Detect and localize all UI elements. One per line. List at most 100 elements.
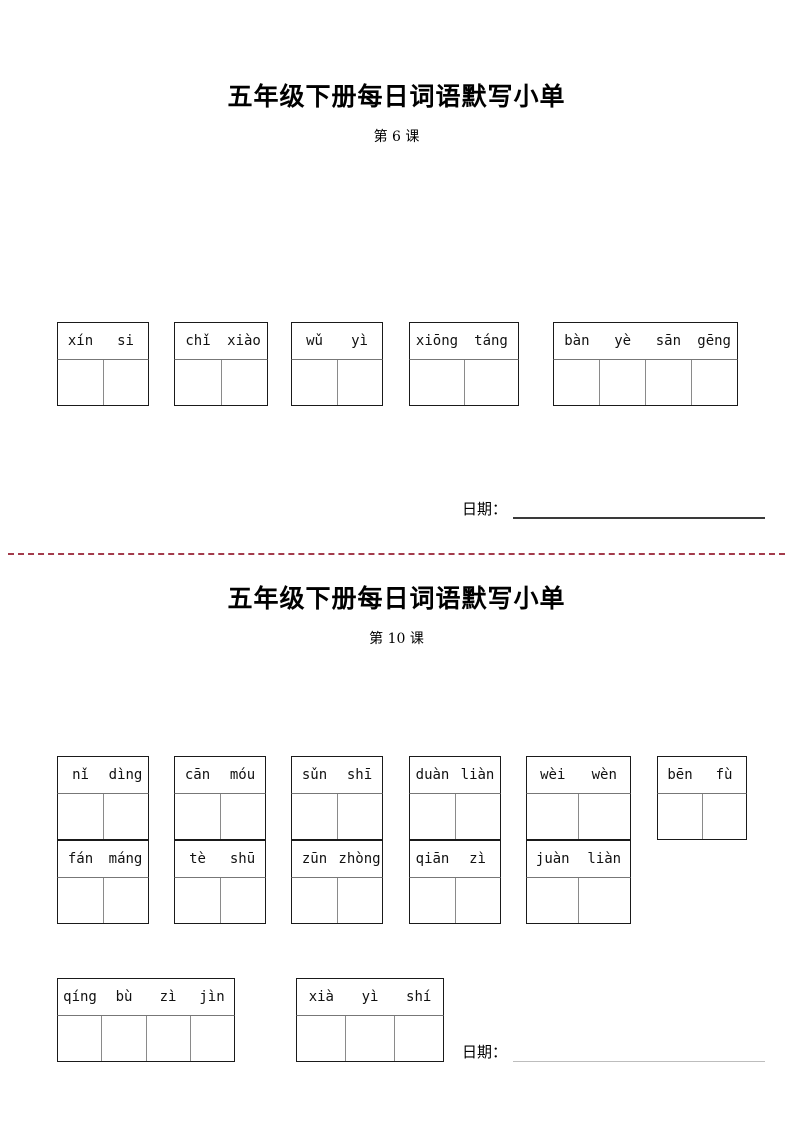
writing-cell[interactable]: [600, 360, 646, 405]
pinyin-cell: tè: [189, 851, 206, 867]
writing-cell[interactable]: [579, 794, 630, 839]
writing-row: [291, 878, 383, 924]
writing-cell[interactable]: [58, 1016, 103, 1061]
pinyin-cell: shī: [346, 767, 373, 783]
writing-cell[interactable]: [410, 794, 456, 839]
writing-row: [57, 794, 149, 840]
writing-cell[interactable]: [175, 878, 221, 923]
pinyin-cell: liàn: [587, 851, 622, 867]
pinyin-cell: bù: [115, 989, 133, 1005]
date-input-rule[interactable]: [513, 1061, 766, 1062]
pinyin-cell: bàn: [564, 333, 590, 349]
word-block: wǔ yì: [291, 322, 383, 406]
date-input-rule[interactable]: [513, 517, 766, 519]
writing-cell[interactable]: [410, 360, 465, 405]
word-unit: zūn zhòng: [291, 840, 383, 924]
pinyin-cell: liàn: [460, 767, 495, 783]
writing-cell[interactable]: [692, 360, 737, 405]
writing-cell[interactable]: [297, 1016, 346, 1061]
lesson-label-2: 第 10 课: [369, 631, 424, 647]
writing-cell[interactable]: [292, 794, 338, 839]
writing-cell[interactable]: [221, 794, 266, 839]
writing-row: [57, 1016, 235, 1062]
pinyin-cell: wǔ: [306, 333, 323, 349]
writing-cell[interactable]: [221, 878, 266, 923]
writing-cell[interactable]: [222, 360, 268, 405]
writing-cell[interactable]: [292, 360, 338, 405]
pinyin-cell: yì: [361, 989, 379, 1005]
writing-cell[interactable]: [338, 360, 383, 405]
writing-cell[interactable]: [527, 878, 579, 923]
writing-cell[interactable]: [456, 794, 501, 839]
pinyin-cell: gēng: [697, 333, 731, 349]
writing-cell[interactable]: [58, 360, 104, 405]
writing-cell[interactable]: [527, 794, 579, 839]
pinyin-cell: chǐ: [185, 333, 211, 349]
writing-cell[interactable]: [646, 360, 692, 405]
pinyin-cell: zhòng: [338, 851, 381, 867]
pinyin-cell: xià: [308, 989, 334, 1005]
writing-cell[interactable]: [338, 878, 383, 923]
writing-row: [409, 878, 501, 924]
writing-cell[interactable]: [703, 794, 747, 839]
writing-cell[interactable]: [104, 878, 149, 923]
writing-cell[interactable]: [338, 794, 383, 839]
writing-cell[interactable]: [58, 794, 104, 839]
writing-row: [553, 360, 738, 406]
writing-cell[interactable]: [147, 1016, 191, 1061]
page-title-1: 五年级下册每日词语默写小单: [227, 82, 566, 111]
writing-cell[interactable]: [191, 1016, 234, 1061]
pinyin-cell: xiào: [227, 333, 261, 349]
section-divider: [8, 553, 785, 555]
writing-cell[interactable]: [456, 878, 501, 923]
writing-row: [57, 360, 149, 406]
writing-cell[interactable]: [410, 878, 456, 923]
writing-cell[interactable]: [58, 878, 104, 923]
writing-cell[interactable]: [554, 360, 600, 405]
pinyin-cell: wèi: [540, 767, 566, 783]
writing-cell[interactable]: [104, 360, 149, 405]
date-label: 日期：: [462, 1043, 508, 1061]
writing-cell[interactable]: [292, 878, 338, 923]
writing-cell[interactable]: [658, 794, 703, 839]
pinyin-cell: jìn: [199, 989, 225, 1005]
pinyin-cell: dìng: [108, 767, 143, 783]
writing-cell[interactable]: [102, 1016, 147, 1061]
writing-cell[interactable]: [104, 794, 149, 839]
writing-row: [291, 794, 383, 840]
pinyin-cell: zūn: [301, 851, 328, 867]
writing-cell[interactable]: [465, 360, 519, 405]
writing-cell[interactable]: [346, 1016, 395, 1061]
writing-cell[interactable]: [395, 1016, 443, 1061]
writing-cell[interactable]: [175, 794, 221, 839]
pinyin-cell: yì: [351, 333, 368, 349]
writing-cell[interactable]: [175, 360, 222, 405]
writing-cell[interactable]: [579, 878, 630, 923]
